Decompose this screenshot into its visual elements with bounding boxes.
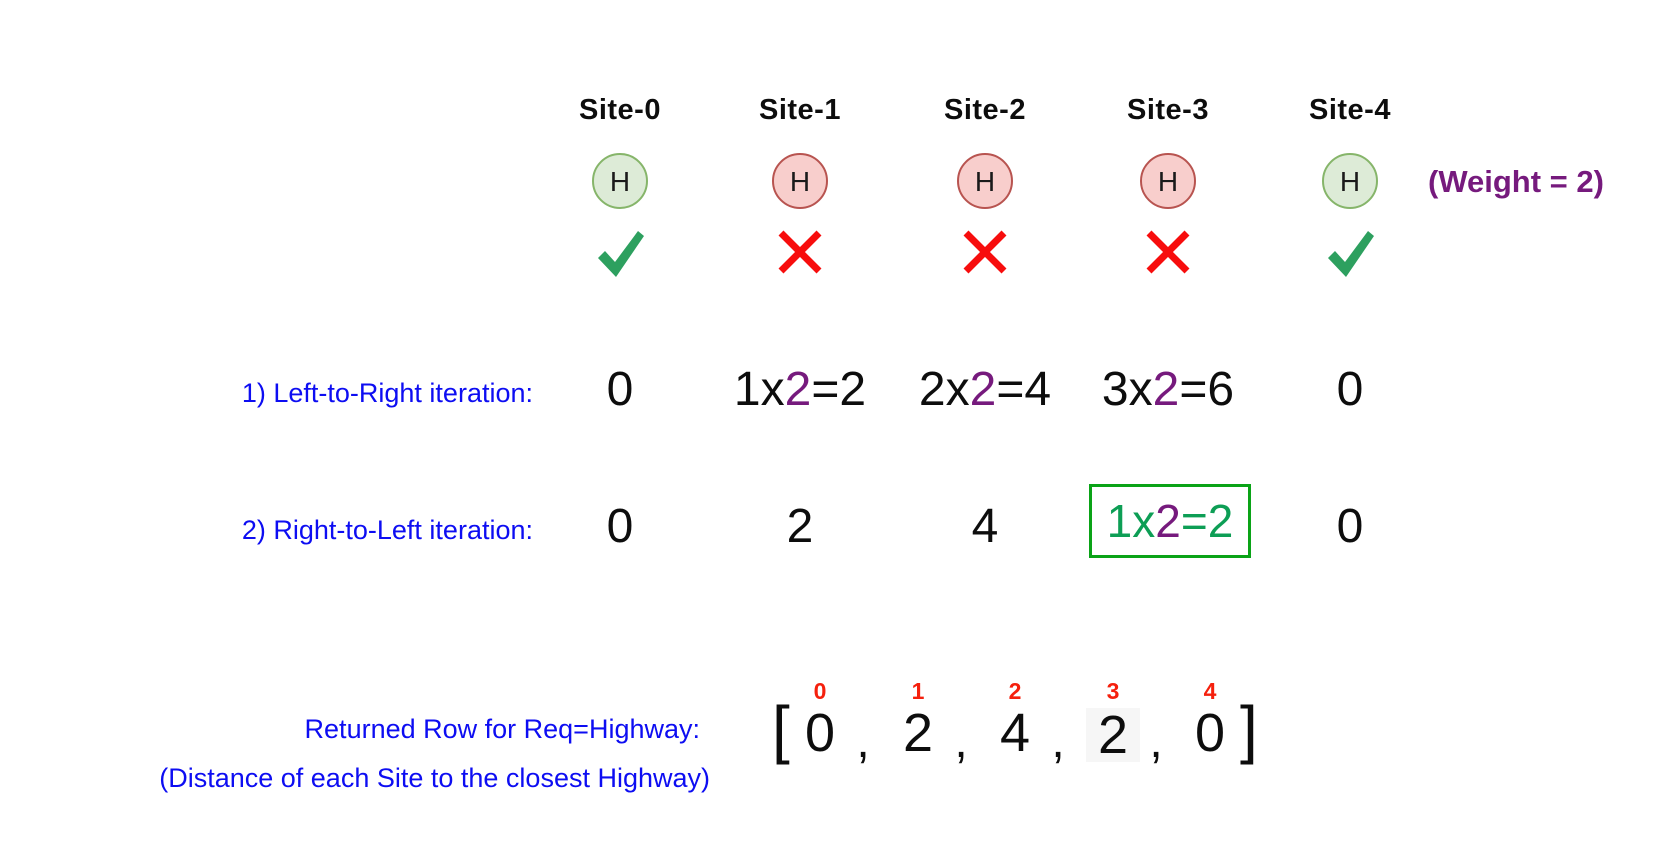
array-item-4: 4 0: [1175, 678, 1245, 763]
array-index: 2: [1008, 678, 1022, 704]
site-label-0: Site-0: [579, 94, 661, 126]
array-item-0: 0 0: [785, 678, 855, 763]
ltr-value-site2: 2x2=4: [918, 363, 1052, 416]
rtl-value-site2: 4: [971, 500, 999, 553]
highway-node-site3: H: [1083, 153, 1253, 211]
highway-marker-letter: H: [789, 166, 811, 197]
weight-note: (Weight = 2): [1428, 164, 1604, 199]
ltr-iteration-label: 1) Left-to-Right iteration:: [241, 378, 533, 408]
array-value: 2: [1085, 708, 1141, 762]
site-label-3: Site-3: [1127, 94, 1209, 126]
x-icon: [778, 230, 822, 274]
array-separator: ,: [1051, 715, 1065, 768]
rtl-value-site4: 0: [1336, 500, 1364, 553]
returned-row-sublabel: (Distance of each Site to the closest Hi…: [159, 763, 710, 793]
highway-marker-circle: H: [1140, 153, 1196, 209]
x-icon: [963, 230, 1007, 274]
highway-marker-letter: H: [974, 166, 996, 197]
rtl-value-site3: 1x: [1106, 495, 1156, 547]
array-index: 0: [813, 678, 827, 704]
array-index: 4: [1203, 678, 1217, 704]
site1-mark: [715, 228, 885, 282]
site0-mark: [535, 228, 705, 282]
highway-marker-letter: H: [1339, 166, 1361, 197]
site-label-1: Site-1: [759, 94, 841, 126]
array-index: 1: [911, 678, 925, 704]
highway-marker-letter: H: [609, 166, 631, 197]
array-close-bracket: ]: [1240, 693, 1258, 765]
array-item-1: 1 2: [883, 678, 953, 763]
highway-marker-letter: H: [1157, 166, 1179, 197]
ltr-value-site4: 0: [1336, 363, 1364, 416]
rtl-iteration-label: 2) Right-to-Left iteration:: [241, 515, 533, 545]
site-label-2: Site-2: [944, 94, 1026, 126]
highway-marker-circle: H: [957, 153, 1013, 209]
array-value: 2: [902, 703, 934, 763]
array-item-2: 2 4: [980, 678, 1050, 763]
x-icon: [1146, 230, 1190, 274]
ltr-value-site1: 1x2=2: [733, 363, 867, 416]
site2-mark: [900, 228, 1070, 282]
array-index: 3: [1106, 678, 1120, 704]
ltr-value-site3: 3x2=6: [1101, 363, 1235, 416]
check-icon: [598, 231, 644, 277]
highway-marker-circle: H: [772, 153, 828, 209]
array-separator: ,: [954, 715, 968, 768]
rtl-value-site0: 0: [606, 500, 634, 553]
returned-row-label: Returned Row for Req=Highway:: [304, 714, 700, 744]
site3-mark: [1083, 228, 1253, 282]
highway-marker-circle: H: [1322, 153, 1378, 209]
array-value: 0: [804, 703, 836, 763]
highway-node-site1: H: [715, 153, 885, 211]
array-separator: ,: [856, 715, 870, 768]
highway-node-site4: H: [1265, 153, 1435, 211]
array-separator: ,: [1149, 715, 1163, 768]
rtl-value-site1: 2: [786, 500, 814, 553]
ltr-value-site0: 0: [606, 363, 634, 416]
highway-node-site0: H: [535, 153, 705, 211]
site-label-4: Site-4: [1309, 94, 1391, 126]
site4-mark: [1265, 228, 1435, 282]
array-value: 4: [999, 703, 1031, 763]
array-value: 0: [1194, 703, 1226, 763]
array-item-3: 3 2: [1078, 678, 1148, 762]
highway-node-site2: H: [900, 153, 1070, 211]
highway-marker-circle: H: [592, 153, 648, 209]
array-open-bracket: [: [772, 693, 790, 765]
check-icon: [1328, 231, 1374, 277]
